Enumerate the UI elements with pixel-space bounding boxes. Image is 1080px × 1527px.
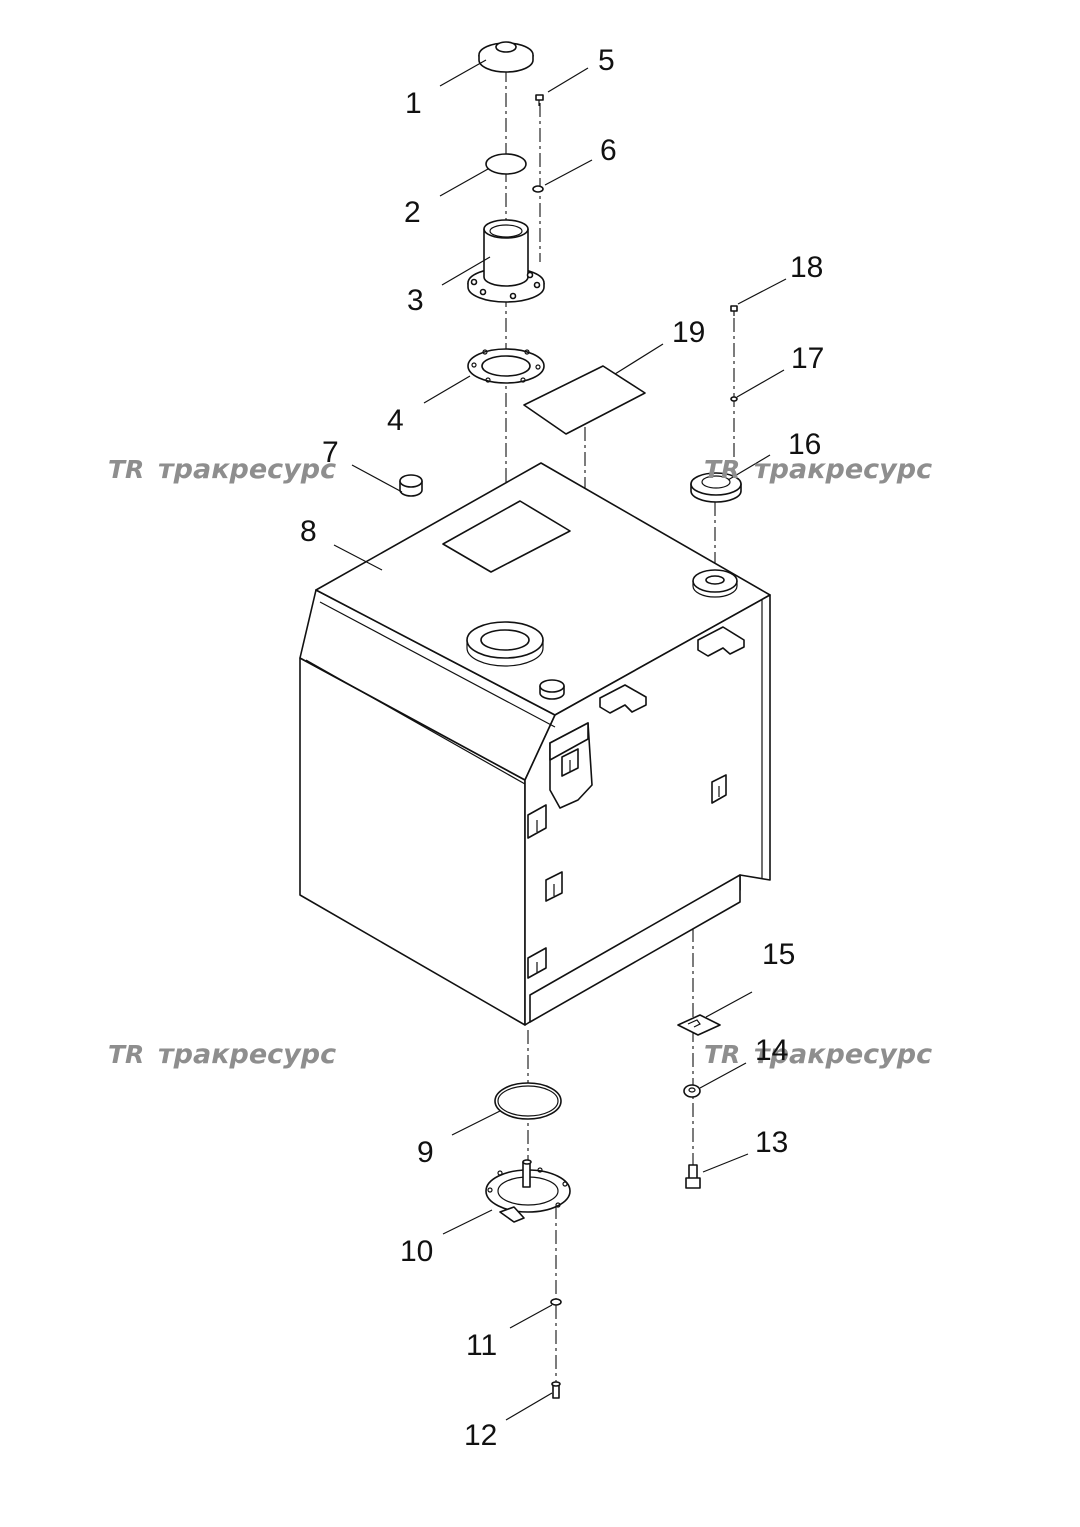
watermark-bottom-right: TR тракресурс [704, 1039, 932, 1070]
callout-17: 17 [791, 342, 824, 375]
callout-11: 11 [466, 1329, 497, 1362]
watermark-logo: TR [108, 455, 144, 484]
part-4-gasket [467, 348, 545, 384]
part-10-suction-flange [485, 1159, 571, 1223]
watermark-logo: TR [704, 455, 740, 484]
part-16-breather [690, 472, 742, 503]
callout-3: 3 [407, 284, 424, 317]
part-13-bolt [685, 1164, 701, 1189]
part-15-shim [677, 1014, 721, 1036]
watermark-text: тракресурс [754, 1039, 932, 1070]
watermark-logo: TR [108, 1040, 144, 1069]
part-14-washer [683, 1084, 701, 1098]
part-17-washer [730, 396, 738, 402]
callout-1: 1 [405, 87, 422, 120]
part-11-washer [550, 1298, 562, 1306]
part-8-tank [299, 462, 771, 1026]
callout-9: 9 [417, 1136, 434, 1169]
callout-18: 18 [790, 251, 823, 284]
part-7-plug [399, 474, 423, 497]
part-18-screw [730, 305, 738, 316]
callout-19: 19 [672, 316, 705, 349]
callout-16: 16 [788, 428, 821, 461]
callout-4: 4 [387, 404, 404, 437]
callout-labels: 1 2 3 4 5 6 7 8 9 10 11 12 13 14 15 16 1… [300, 44, 824, 1452]
watermark-text: тракресурс [158, 454, 336, 485]
watermark-bottom-left: TR тракресурс [108, 1039, 336, 1070]
watermark-top-left: TR тракресурс [108, 454, 336, 485]
part-19-label-plate [523, 365, 646, 435]
callout-6: 6 [600, 134, 617, 167]
leader-lines [333, 59, 787, 1421]
callout-13: 13 [755, 1126, 788, 1159]
callout-12: 12 [464, 1419, 497, 1452]
callout-2: 2 [404, 196, 421, 229]
part-5-screw [535, 94, 544, 106]
part-3-filler-neck [467, 219, 545, 303]
callout-14: 14 [755, 1034, 788, 1067]
part-1-filler-cap [478, 41, 534, 73]
part-12-bolt [551, 1381, 561, 1399]
part-6-washer [532, 185, 544, 193]
watermark-text: тракресурс [158, 1039, 336, 1070]
watermark-text: тракресурс [754, 454, 932, 485]
part-9-o-ring [494, 1082, 562, 1120]
callout-8: 8 [300, 515, 317, 548]
callout-7: 7 [322, 436, 339, 469]
watermark-logo: TR [704, 1040, 740, 1069]
watermark-top-right: TR тракресурс [704, 454, 932, 485]
part-2-strainer-disc [485, 153, 527, 175]
callout-5: 5 [598, 44, 615, 77]
callout-15: 15 [762, 938, 795, 971]
callout-10: 10 [400, 1235, 433, 1268]
